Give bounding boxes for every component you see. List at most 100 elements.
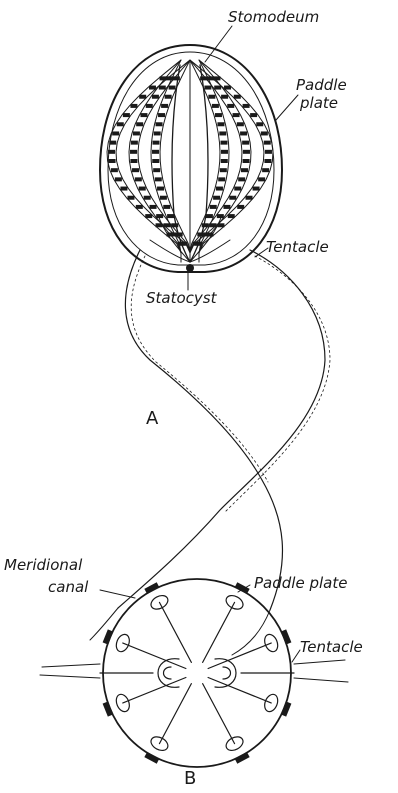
paddle-plate xyxy=(243,104,250,108)
paddle-plate xyxy=(243,150,250,154)
paddle-plate xyxy=(281,701,292,716)
paddle-plate xyxy=(136,205,143,209)
paddle-plate xyxy=(261,131,268,135)
stomodeum-leader xyxy=(205,26,232,62)
paddle-plate xyxy=(229,196,236,200)
comb-row xyxy=(129,60,190,262)
paddle-plate xyxy=(214,86,221,90)
tentacle-b-leader xyxy=(292,650,300,662)
tentacle-label: Tentacle xyxy=(266,238,329,256)
comb-row xyxy=(190,60,251,262)
paddle-plate xyxy=(109,159,116,163)
meridional-canal xyxy=(203,602,235,662)
paddle-plate xyxy=(152,95,159,99)
paddle-plate xyxy=(233,113,240,117)
tentacle-sheath xyxy=(158,659,179,688)
paddle-plate xyxy=(140,113,147,117)
paddle-plate xyxy=(228,214,235,218)
paddle-plate xyxy=(216,187,223,191)
paddle-plate xyxy=(218,177,225,181)
paddle-plate xyxy=(136,122,143,126)
paddle-plate xyxy=(237,205,244,209)
paddle-plate xyxy=(130,104,137,108)
paddle-plate xyxy=(139,187,146,191)
paddle-plate xyxy=(234,752,249,764)
paddle-plate xyxy=(264,141,271,145)
body-outline xyxy=(100,45,282,272)
paddle-plate xyxy=(163,205,170,209)
paddle-plate xyxy=(173,76,180,80)
meridional-canal xyxy=(159,684,191,744)
paddle-plate xyxy=(227,104,234,108)
paddle-plate xyxy=(144,582,159,594)
paddle-plate xyxy=(241,168,248,172)
paddle-plate xyxy=(156,214,163,218)
meridional-canal xyxy=(123,643,186,668)
meridional-canal xyxy=(208,677,271,702)
paddle-plate xyxy=(123,113,130,117)
figure-a-letter: A xyxy=(146,408,159,429)
paddle-plate-leader xyxy=(276,95,298,120)
paddle-plate xyxy=(262,168,269,172)
paddle-plate-label-line1: Paddle xyxy=(296,76,347,94)
meridional-canal-label-line1: Meridional xyxy=(4,556,83,574)
paddle-plate xyxy=(108,150,115,154)
paddle-plate xyxy=(217,214,224,218)
paddle-plate xyxy=(152,141,159,145)
paddle-plate xyxy=(117,122,124,126)
paddle-plate xyxy=(234,187,241,191)
paddle-plate xyxy=(152,159,159,163)
stomodeum-label: Stomodeum xyxy=(228,8,319,26)
paddle-plate xyxy=(206,214,213,218)
paddle-plate xyxy=(154,131,161,135)
paddle-plate xyxy=(204,86,211,90)
paddle-plate xyxy=(224,86,231,90)
paddle-plate xyxy=(221,95,228,99)
paddle-plate xyxy=(133,131,140,135)
paddle-plate xyxy=(220,168,227,172)
paddle-plate xyxy=(158,113,165,117)
paddle-plate xyxy=(253,187,260,191)
paddle-plate xyxy=(221,159,228,163)
paddle-plate xyxy=(234,95,241,99)
paddle-plate xyxy=(208,95,215,99)
statocyst xyxy=(186,264,194,272)
paddle-plate xyxy=(243,159,250,163)
paddle-plate xyxy=(264,159,271,163)
paddle-plate xyxy=(127,196,134,200)
paddle-plate xyxy=(132,168,139,172)
tentacle-b-label: Tentacle xyxy=(300,638,363,656)
statocyst-label: Statocyst xyxy=(146,289,218,307)
meridional-canal-leader xyxy=(100,590,135,598)
paddle-plate xyxy=(258,177,265,181)
paddle-plate xyxy=(167,214,174,218)
paddle-plate xyxy=(144,196,151,200)
paddle-plate xyxy=(130,159,137,163)
paddle-plate xyxy=(149,86,156,90)
paddle-plate xyxy=(217,122,224,126)
paddle-plate xyxy=(111,168,118,172)
paddle-plate xyxy=(215,113,222,117)
paddle-plate xyxy=(234,582,249,594)
paddle-plate xyxy=(109,141,116,145)
paddle-plate xyxy=(169,86,176,90)
paddle-plate xyxy=(131,141,138,145)
meridional-canal xyxy=(208,643,271,668)
paddle-plate xyxy=(165,95,172,99)
paddle-plate xyxy=(150,205,157,209)
paddle-plate xyxy=(213,196,220,200)
paddle-plate xyxy=(103,629,114,644)
paddle-plate xyxy=(160,196,167,200)
paddle-plate xyxy=(155,177,162,181)
paddle-plate xyxy=(281,629,292,644)
paddle-plate xyxy=(157,187,164,191)
paddle-plate xyxy=(139,95,146,99)
paddle-plate xyxy=(238,177,245,181)
meridional-canal xyxy=(159,602,191,662)
paddle-plate xyxy=(219,131,226,135)
meridional-canal xyxy=(203,684,235,744)
paddle-plate xyxy=(265,150,272,154)
paddle-plate xyxy=(246,196,253,200)
paddle-plate xyxy=(130,150,137,154)
